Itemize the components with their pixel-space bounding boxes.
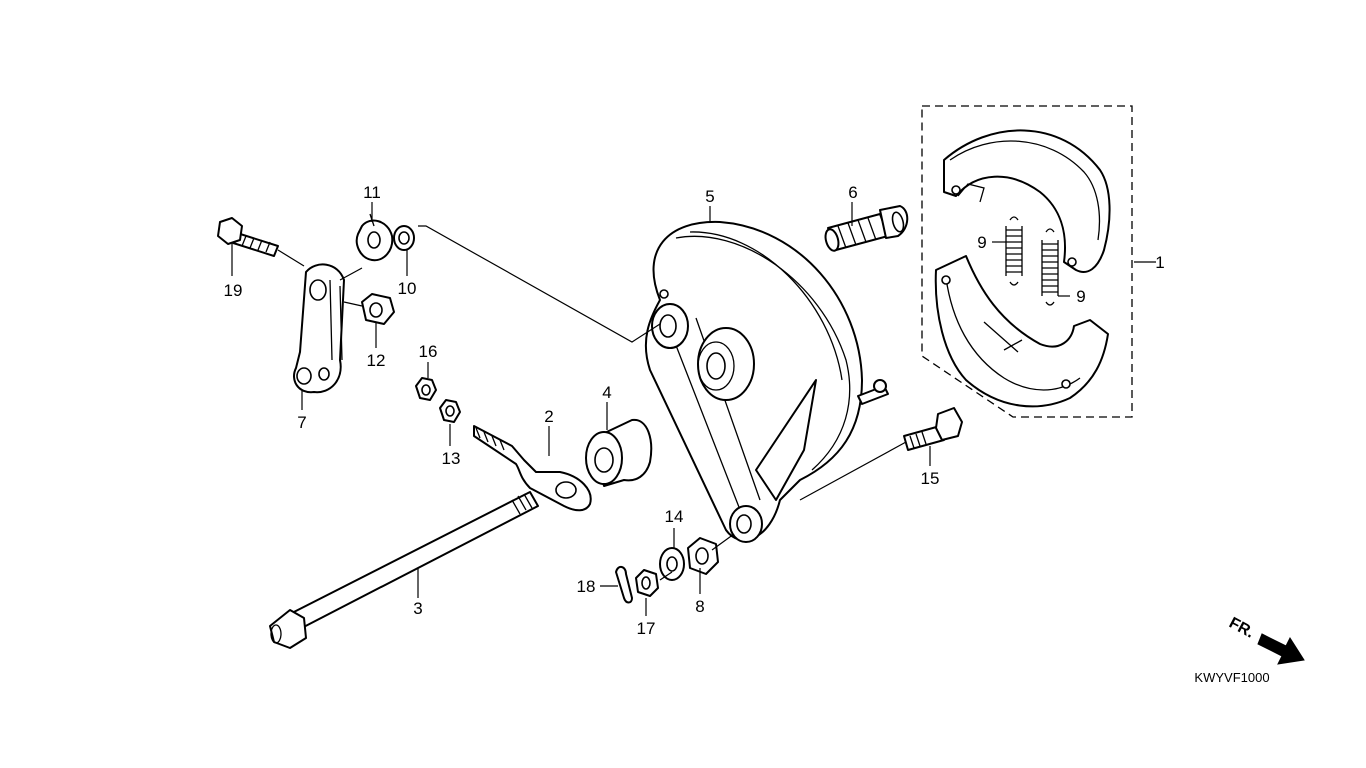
nut-16[interactable] [415,377,437,401]
callout-9-right: 9 [1076,287,1085,306]
washer-10[interactable] [393,225,415,251]
bolt-15[interactable] [903,407,963,451]
callout-19: 19 [224,281,243,300]
callout-2: 2 [544,407,553,426]
callout-10: 10 [398,279,417,298]
callout-16: 16 [419,342,438,361]
callout-12: 12 [367,351,386,370]
callout-7: 7 [297,413,306,432]
brake-panel[interactable] [644,220,889,543]
wear-indicator-plate[interactable] [355,213,394,262]
callout-18: 18 [577,577,596,596]
nut-13[interactable] [439,399,461,423]
shoe-spring-left[interactable] [1005,216,1023,286]
assembly-lines [277,225,907,581]
diagram-code: KWYVF1000 [1194,670,1269,685]
callout-14: 14 [665,507,684,526]
callout-11: 11 [363,183,381,202]
callout-5: 5 [705,187,714,206]
cotter-pin[interactable] [615,566,633,604]
brake-cam[interactable] [823,205,909,252]
callout-3: 3 [413,599,422,618]
callout-13: 13 [442,449,461,468]
stopper-plate[interactable] [473,425,592,512]
callout-8: 8 [695,597,704,616]
front-direction-arrow-icon [1257,633,1305,665]
callout-4: 4 [602,383,611,402]
nut-8[interactable] [687,537,719,575]
callout-6: 6 [848,183,857,202]
front-direction-label: FR. [1226,615,1257,642]
callout-labels: 1 2 3 4 5 6 7 8 9 9 10 11 12 13 14 15 16… [224,183,1165,638]
castle-nut[interactable] [635,569,659,597]
brake-arm[interactable] [293,263,345,394]
washer-14[interactable] [659,547,685,581]
callout-9-left: 9 [977,233,986,252]
axle[interactable] [269,491,539,649]
shoe-spring-right[interactable] [1041,228,1059,306]
brake-shoe-set[interactable] [921,105,1133,418]
nut-12[interactable] [361,293,395,325]
bolt-19[interactable] [217,217,279,257]
callout-15: 15 [921,469,940,488]
callout-1: 1 [1155,253,1164,272]
collar[interactable] [585,418,653,487]
callout-leaders [231,202,1156,616]
front-direction-indicator: FR. [1226,615,1305,665]
callout-17: 17 [637,619,656,638]
